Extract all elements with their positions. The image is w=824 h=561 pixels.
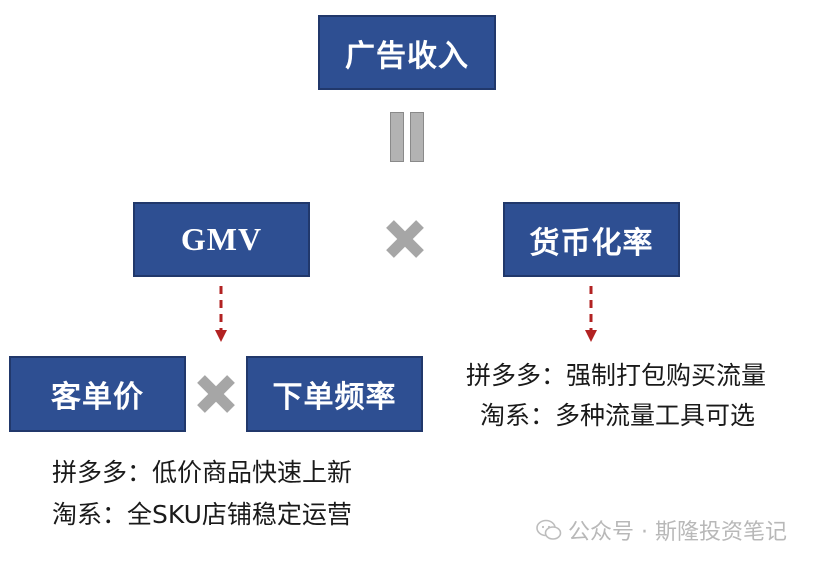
gmv-box: GMV bbox=[133, 202, 310, 277]
monetization-note-pdd: 拼多多：强制打包购买流量 bbox=[466, 361, 767, 390]
times-icon bbox=[386, 220, 424, 258]
ad-revenue-label: 广告收入 bbox=[345, 38, 469, 74]
dashed-arrow-down-icon bbox=[215, 286, 227, 342]
times-icon bbox=[197, 375, 235, 413]
monetization-note-taobao: 淘系：多种流量工具可选 bbox=[480, 401, 756, 430]
order-frequency-label: 下单频率 bbox=[272, 380, 397, 415]
dashed-arrow-down-icon bbox=[585, 286, 597, 342]
equals-icon-bar bbox=[410, 112, 424, 162]
wechat-icon bbox=[536, 519, 562, 540]
average-order-value-label: 客单价 bbox=[51, 380, 144, 415]
order-frequency-box: 下单频率 bbox=[246, 356, 423, 432]
monetization-rate-box: 货币化率 bbox=[503, 202, 680, 277]
equals-icon bbox=[390, 112, 404, 162]
watermark-text: 公众号 · 斯隆投资笔记 bbox=[568, 520, 787, 545]
watermark: 公众号 · 斯隆投资笔记 bbox=[536, 514, 787, 546]
gmv-note-taobao: 淘系：全SKU店铺稳定运营 bbox=[52, 500, 352, 529]
average-order-value-box: 客单价 bbox=[9, 356, 186, 432]
gmv-label: GMV bbox=[180, 221, 263, 257]
monetization-rate-label: 货币化率 bbox=[529, 225, 654, 261]
gmv-note-pdd: 拼多多：低价商品快速上新 bbox=[52, 458, 353, 487]
ad-revenue-box: 广告收入 bbox=[318, 15, 496, 90]
